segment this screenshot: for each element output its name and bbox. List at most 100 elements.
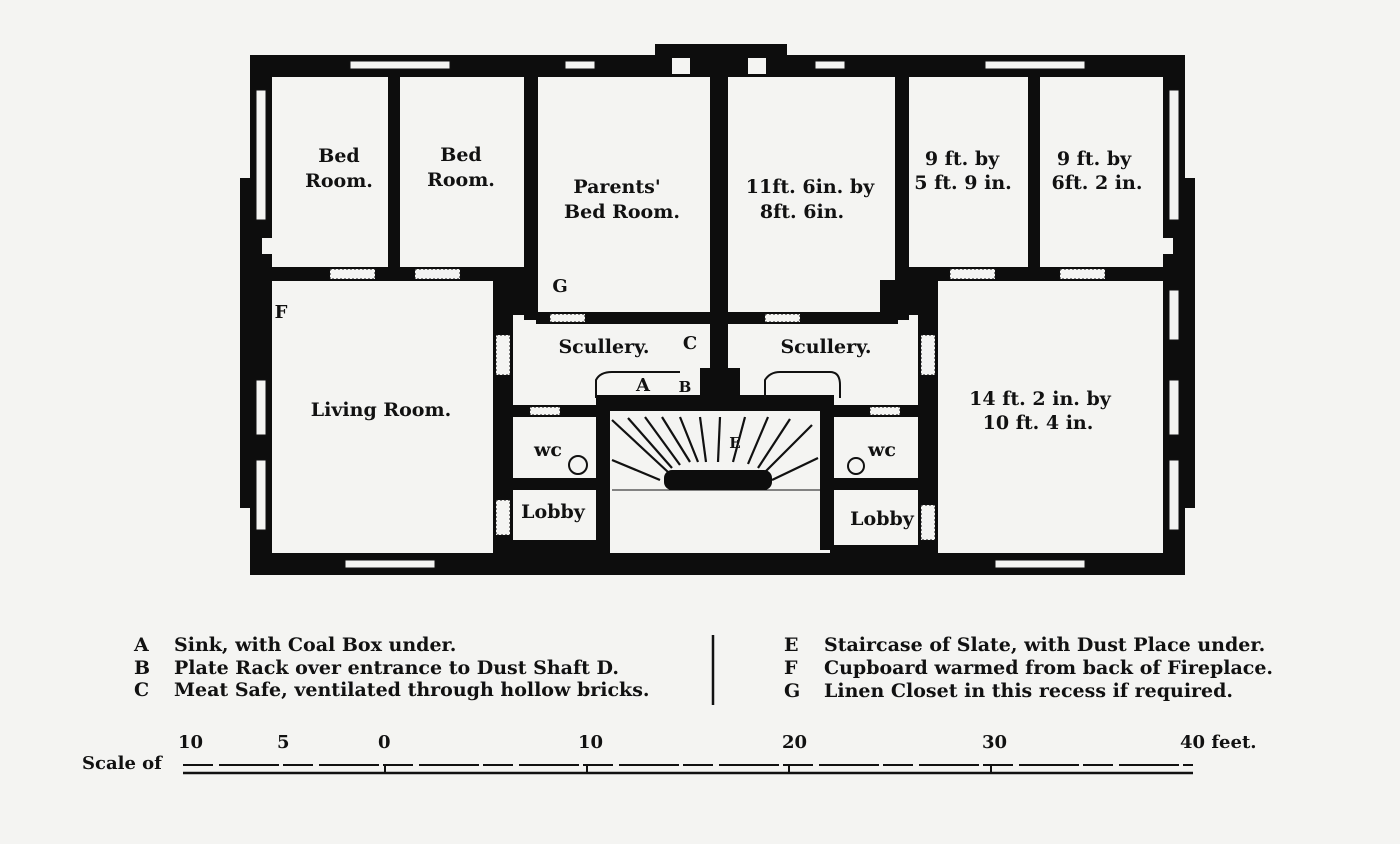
legend-key-b: B xyxy=(134,657,150,679)
stair-tread xyxy=(698,416,708,463)
doorway xyxy=(495,499,511,536)
stair-tread xyxy=(678,416,700,463)
legend-text-b: Plate Rack over entrance to Dust Shaft D… xyxy=(174,657,619,679)
legend-left: A Sink, with Coal Box under. B Plate Rac… xyxy=(133,634,650,701)
room-9ft-b-label-2: 6ft. 2 in. xyxy=(1052,172,1143,194)
scale-label: Scale of xyxy=(82,753,163,774)
doorway xyxy=(1059,268,1106,280)
mark-a: A xyxy=(635,375,651,396)
wc-pan-right xyxy=(847,457,865,475)
scale-tick-0: 0 xyxy=(378,732,391,753)
wall-top xyxy=(250,55,1185,77)
scale-bar: Scale of 10 5 0 10 20 30 40 feet. xyxy=(82,732,1257,775)
flue xyxy=(672,58,690,74)
window xyxy=(1168,459,1180,531)
legend-text-a: Sink, with Coal Box under. xyxy=(174,634,456,656)
room-14ft-label-2: 10 ft. 4 in. xyxy=(983,412,1094,434)
stair-tread xyxy=(764,424,813,473)
window xyxy=(1168,289,1180,341)
mark-c: C xyxy=(683,333,697,354)
window xyxy=(1168,379,1180,436)
scale-tick-10-left: 10 xyxy=(178,732,203,753)
window xyxy=(255,379,267,436)
legend-text-f: Cupboard warmed from back of Fireplace. xyxy=(824,657,1273,679)
scale-tick-40: 40 feet. xyxy=(1180,732,1257,753)
window xyxy=(349,60,451,70)
legend-key-c: C xyxy=(134,679,149,701)
sink-right xyxy=(764,371,841,398)
room-9ft-b-label: 9 ft. by xyxy=(1057,148,1132,170)
legend-right: E Staircase of Slate, with Dust Place un… xyxy=(784,634,1273,702)
wc-right-label: wc xyxy=(867,439,896,461)
partition xyxy=(1028,72,1040,277)
doorway xyxy=(329,268,376,280)
wall-left-buttress xyxy=(240,178,254,508)
windows xyxy=(255,60,1180,569)
window xyxy=(564,60,596,70)
sinks xyxy=(595,371,841,398)
scale-tick-20: 20 xyxy=(782,732,807,753)
flue xyxy=(1155,238,1173,254)
scale-tick-10: 10 xyxy=(578,732,603,753)
room-11ft-label-2: 8ft. 6in. xyxy=(760,201,844,223)
room-11ft-label: 11ft. 6in. by xyxy=(746,176,875,198)
doorway xyxy=(920,504,936,541)
doorway xyxy=(414,268,461,280)
wall-v xyxy=(503,280,533,315)
wall-h xyxy=(905,267,1167,281)
stair-tread xyxy=(611,419,669,473)
mark-e: E xyxy=(729,434,740,452)
doorway xyxy=(920,334,936,376)
flues xyxy=(262,58,1173,254)
legend-key-g: G xyxy=(784,680,800,702)
window xyxy=(984,60,1086,70)
bed-room-1-label-2: Room. xyxy=(305,170,373,192)
stair-tread xyxy=(731,416,747,463)
scale-tick-5: 5 xyxy=(277,732,290,753)
stair-tread xyxy=(771,457,819,481)
plan-marks: A B C E F G xyxy=(275,276,741,452)
stair-newel xyxy=(664,470,772,490)
wall-h xyxy=(830,545,920,557)
lobby-left-label: Lobby xyxy=(521,501,586,523)
stair-tread xyxy=(661,416,691,463)
partition-centre xyxy=(710,72,728,402)
legend-text-c: Meat Safe, ventilated through hollow bri… xyxy=(174,679,650,701)
partition xyxy=(524,72,538,320)
legend-text-g: Linen Closet in this recess if required. xyxy=(824,680,1233,702)
living-room-label: Living Room. xyxy=(311,399,451,421)
flue xyxy=(748,58,766,74)
wc-left-label: wc xyxy=(533,439,562,461)
wall-v xyxy=(880,280,920,315)
bed-room-2-label: Bed xyxy=(440,144,481,166)
doorway xyxy=(869,406,901,416)
legend-key-a: A xyxy=(133,634,149,656)
doorway xyxy=(764,313,801,323)
wall-top-chimney xyxy=(655,44,787,58)
scullery-left-label: Scullery. xyxy=(558,336,649,358)
mark-f: F xyxy=(275,302,288,323)
bed-room-2-label-2: Room. xyxy=(427,169,495,191)
wall-h xyxy=(510,478,605,490)
mark-g: G xyxy=(552,276,567,297)
partition xyxy=(895,72,909,320)
window xyxy=(1168,89,1180,221)
legend-key-f: F xyxy=(784,657,798,679)
stair-tread xyxy=(644,416,681,466)
stair-wall xyxy=(596,395,610,550)
window xyxy=(994,559,1086,569)
room-labels: Bed Room. Bed Room. Parents' Bed Room. 1… xyxy=(305,144,1142,530)
stair-chimney xyxy=(700,368,740,400)
window xyxy=(344,559,436,569)
stair-wall xyxy=(820,395,834,550)
window xyxy=(255,459,267,531)
staircase xyxy=(611,416,820,491)
stair-tread xyxy=(757,418,791,469)
doorways xyxy=(329,268,1106,541)
wall-h xyxy=(830,478,925,490)
stair-tread xyxy=(611,458,661,482)
legend-text-e: Staircase of Slate, with Dust Place unde… xyxy=(824,634,1265,656)
wall-right-buttress xyxy=(1181,178,1195,508)
legend-key-e: E xyxy=(784,634,798,656)
room-14ft-label: 14 ft. 2 in. by xyxy=(969,388,1112,410)
